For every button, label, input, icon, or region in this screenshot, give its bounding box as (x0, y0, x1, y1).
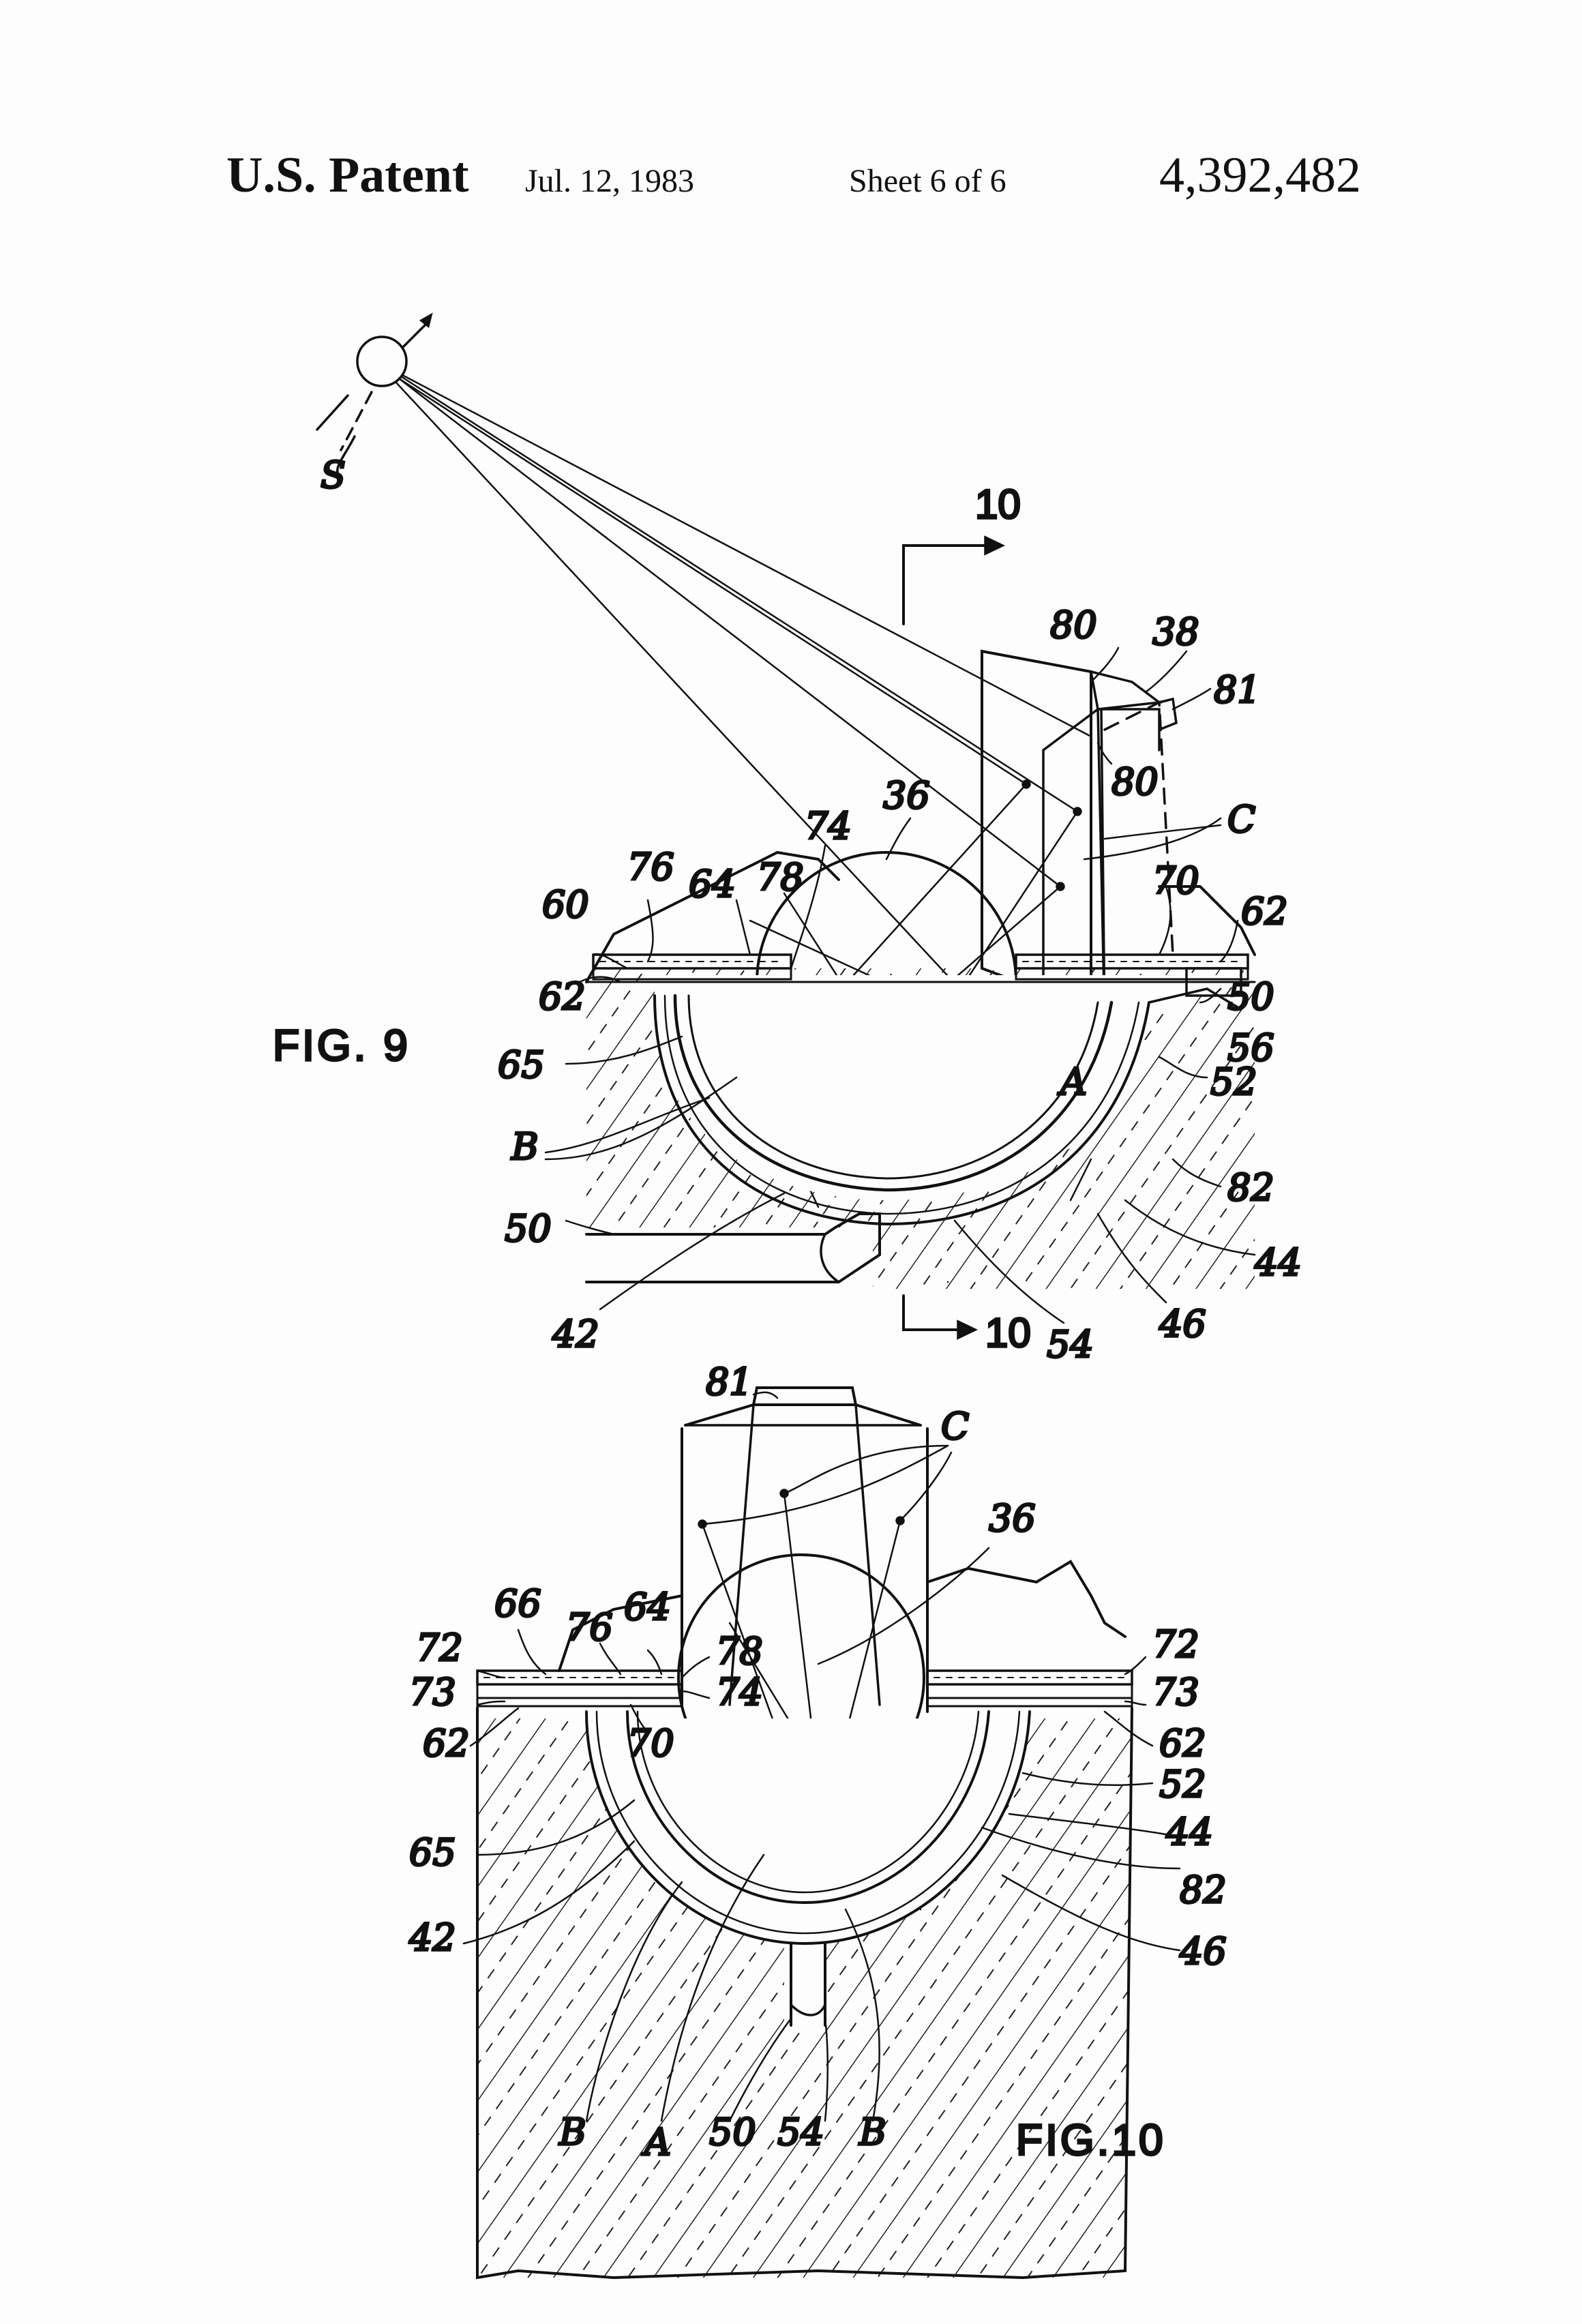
fig10-ref-64: 64 (624, 1585, 671, 1628)
fig9-ref-76: 76 (627, 846, 674, 889)
fig9-ref-70: 70 (1152, 859, 1199, 902)
fig9-ref-50b: 50 (505, 1207, 552, 1250)
fig9-ref-65: 65 (498, 1043, 545, 1086)
fig10-ref-66: 66 (494, 1582, 541, 1625)
fig9-ref-81: 81 (1214, 668, 1261, 711)
fig10-ref-74: 74 (716, 1671, 763, 1714)
fig9-section-marker-bottom: 10 (985, 1310, 1031, 1356)
fig10-ref-54: 54 (777, 2111, 824, 2154)
fig9-ref-62a: 62 (539, 975, 586, 1018)
fig9-ref-46: 46 (1159, 1302, 1206, 1345)
fig9-ref-82: 82 (1227, 1166, 1274, 1209)
fig10-ref-44: 44 (1165, 1811, 1213, 1853)
fig10-ref-81: 81 (706, 1360, 753, 1403)
fig9-ref-80a: 80 (1050, 604, 1097, 646)
fig10-ref-73b: 73 (1152, 1671, 1199, 1714)
fig10-ref-52: 52 (1159, 1763, 1206, 1806)
fig10-drawing: 81 C 36 66 76 64 72 72 78 73 73 74 62 62… (408, 1282, 1227, 2281)
fig10-ref-72b: 72 (1152, 1623, 1199, 1666)
fig9-ref-38: 38 (1152, 610, 1199, 653)
fig9-ref-52: 52 (1210, 1060, 1257, 1103)
fig10-ref-b1: B (558, 2111, 586, 2154)
fig10-ref-70: 70 (627, 1722, 674, 1765)
fig10-ref-78: 78 (716, 1630, 763, 1673)
fig9-ref-80b: 80 (1111, 760, 1159, 803)
fig10-ref-42: 42 (408, 1916, 456, 1959)
fig10-ref-a: A (641, 2121, 671, 2164)
fig10-ref-36: 36 (989, 1497, 1036, 1540)
fig9-ref-a: A (1057, 1060, 1087, 1103)
fig10-ref-50: 50 (709, 2111, 756, 2154)
fig10-ref-82: 82 (1180, 1868, 1227, 1911)
fig10-ref-62b: 62 (1159, 1722, 1206, 1765)
fig10-ref-65: 65 (409, 1831, 456, 1874)
fig9-ref-50a: 50 (1227, 975, 1274, 1018)
fig9-ref-c: C (1227, 798, 1255, 841)
fig9-ref-36: 36 (883, 774, 930, 817)
fig9-ref-s: S (320, 453, 346, 496)
fig10-ref-c: C (941, 1405, 969, 1448)
fig9-ref-54: 54 (1047, 1323, 1094, 1366)
fig9-label: FIG. 9 (273, 1021, 411, 1070)
fig10-ref-b2: B (859, 2111, 886, 2154)
fig9-ref-78: 78 (757, 856, 804, 899)
fig10-ref-72a: 72 (416, 1626, 463, 1669)
fig10-label: FIG.10 (1016, 2115, 1166, 2164)
fig10-ref-73a: 73 (409, 1671, 456, 1714)
fig10-ref-76: 76 (566, 1606, 613, 1649)
fig9-ref-60: 60 (542, 883, 589, 926)
fig9-section-marker-top: 10 (975, 481, 1021, 527)
fig9-ref-b: B (511, 1125, 539, 1168)
fig9-ref-42: 42 (552, 1313, 599, 1356)
fig9-ref-64: 64 (689, 863, 736, 906)
fig9-drawing: S 10 80 38 81 80 C 36 74 78 64 76 60 70 … (273, 315, 1302, 1366)
fig9-ref-44: 44 (1254, 1241, 1302, 1284)
fig9-ref-62b: 62 (1241, 890, 1288, 933)
fig10-ref-46: 46 (1179, 1930, 1227, 1973)
fig10-ref-62a: 62 (423, 1722, 470, 1765)
fig9-ref-74: 74 (805, 805, 852, 848)
